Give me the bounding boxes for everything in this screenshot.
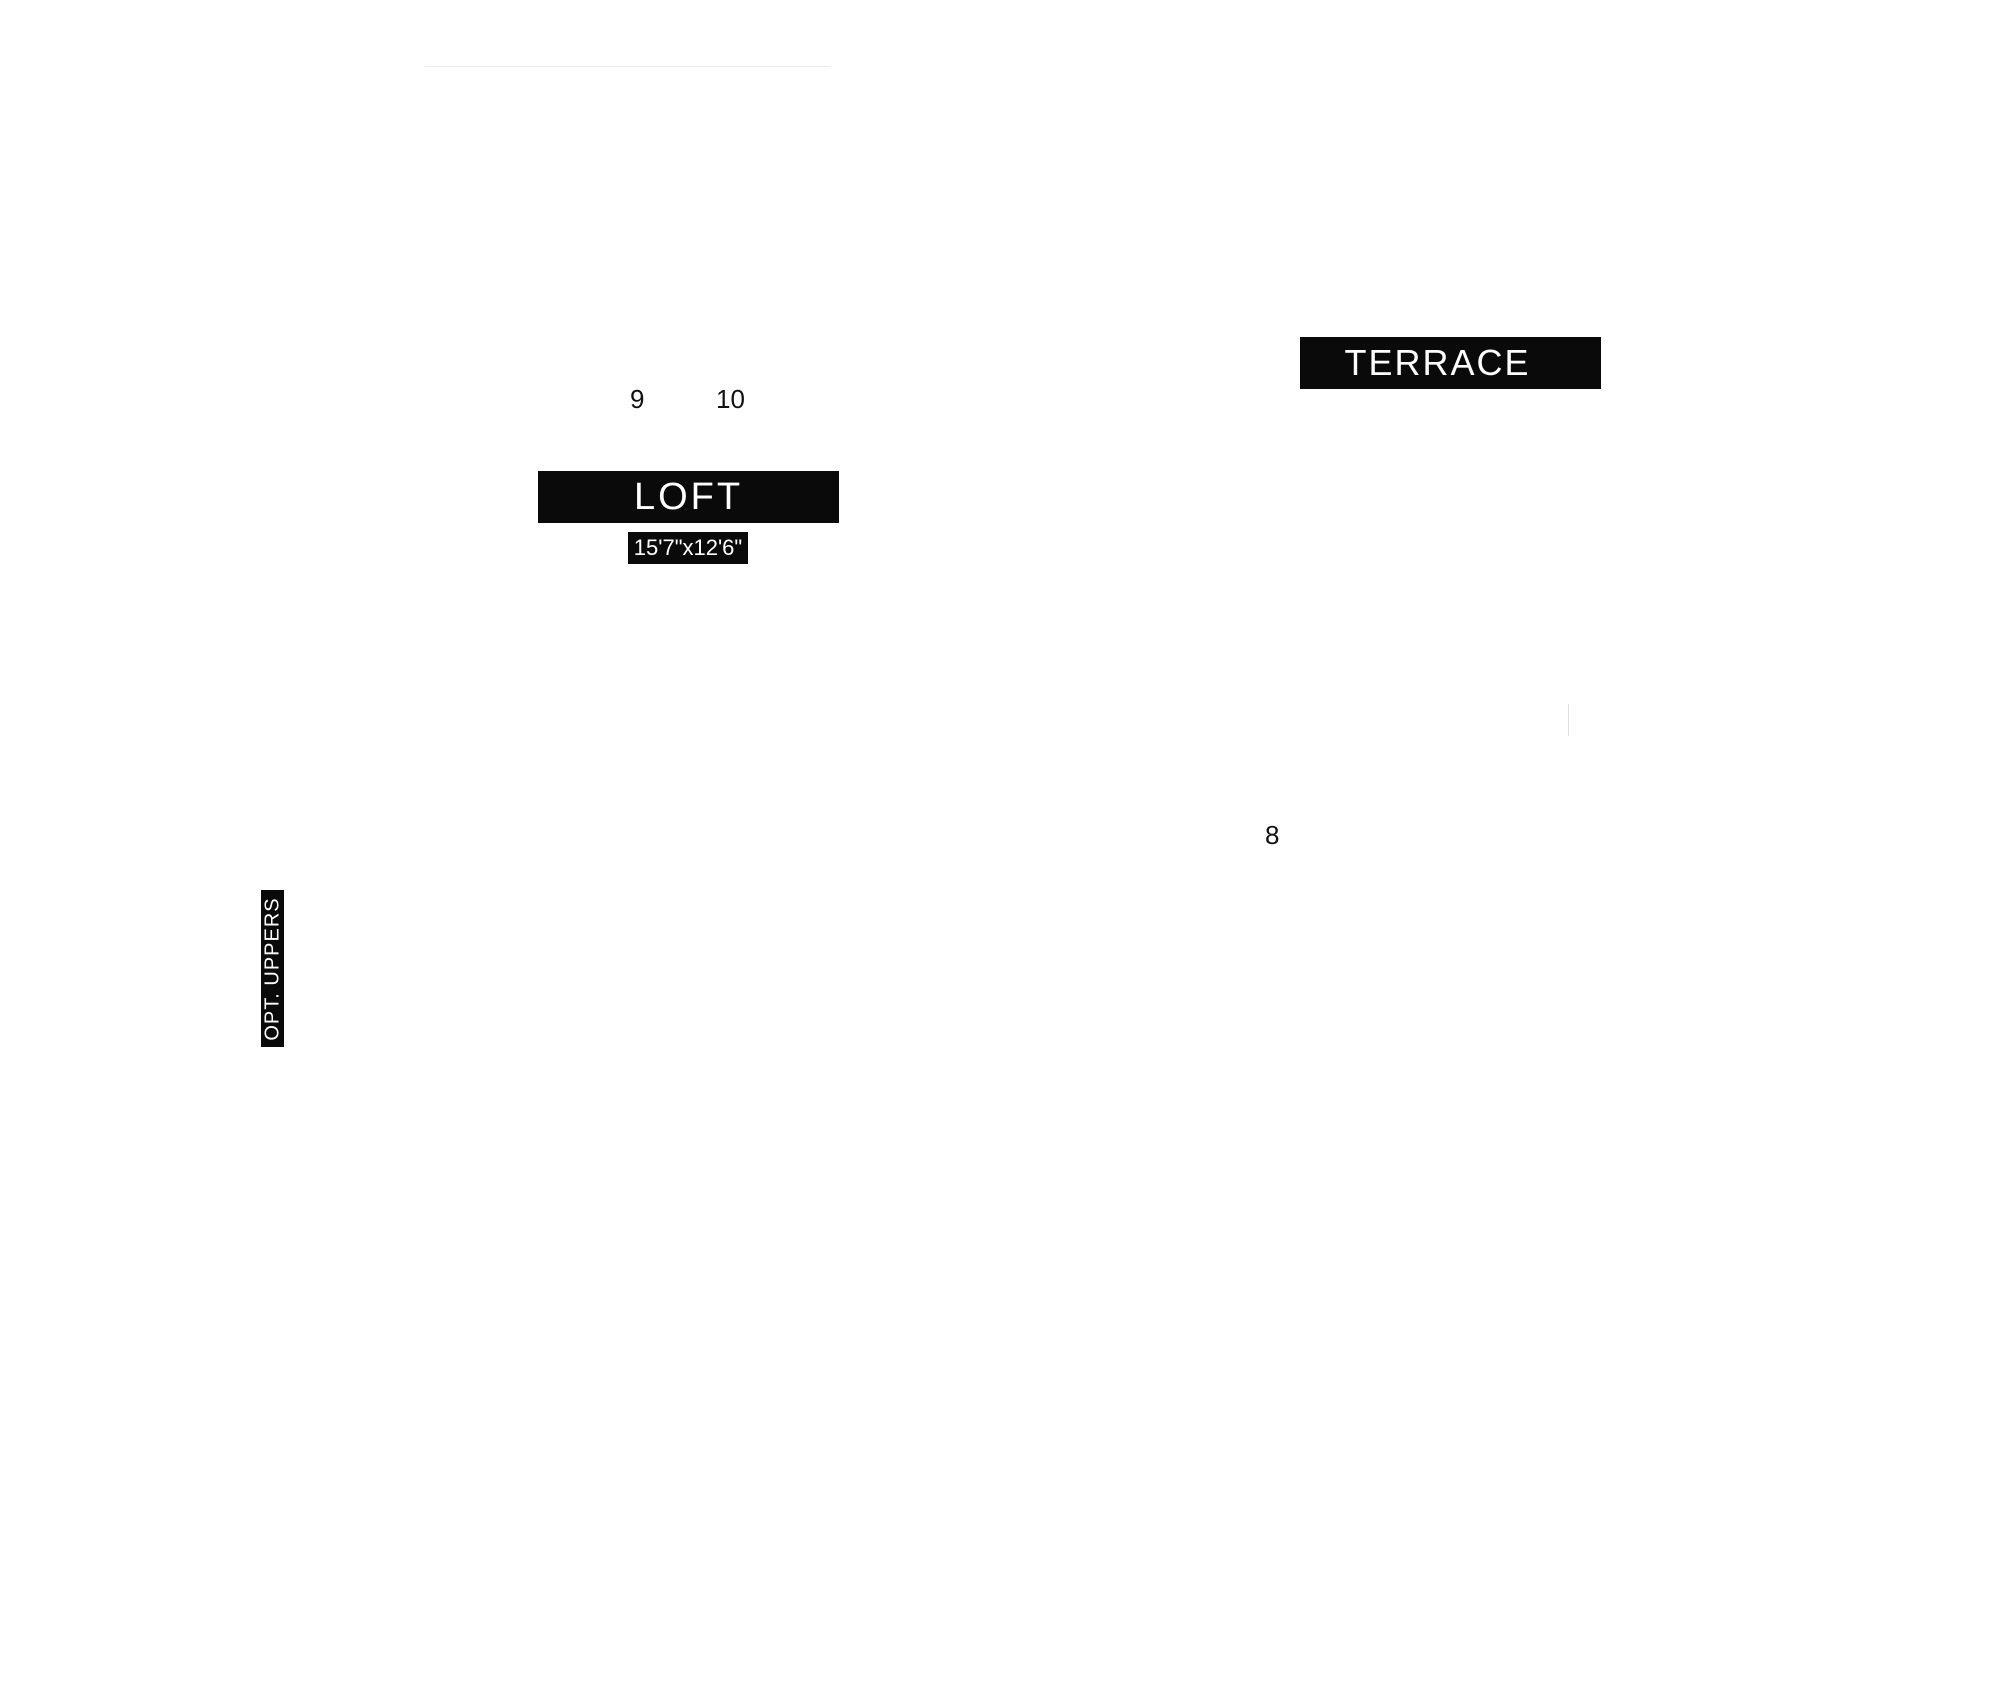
loft-label: LOFT bbox=[538, 471, 839, 523]
plan-line-vertical bbox=[1568, 704, 1569, 736]
plan-line-top bbox=[425, 66, 830, 67]
terrace-label: TERRACE bbox=[1300, 337, 1601, 389]
marker-9: 9 bbox=[630, 384, 645, 414]
opt-uppers-tag: OPT. UPPERS bbox=[261, 890, 284, 1047]
marker-10: 10 bbox=[716, 384, 745, 414]
opt-uppers-label: OPT. UPPERS bbox=[261, 896, 283, 1041]
loft-dimensions: 15'7"x12'6" bbox=[628, 532, 748, 564]
marker-8: 8 bbox=[1265, 820, 1280, 850]
